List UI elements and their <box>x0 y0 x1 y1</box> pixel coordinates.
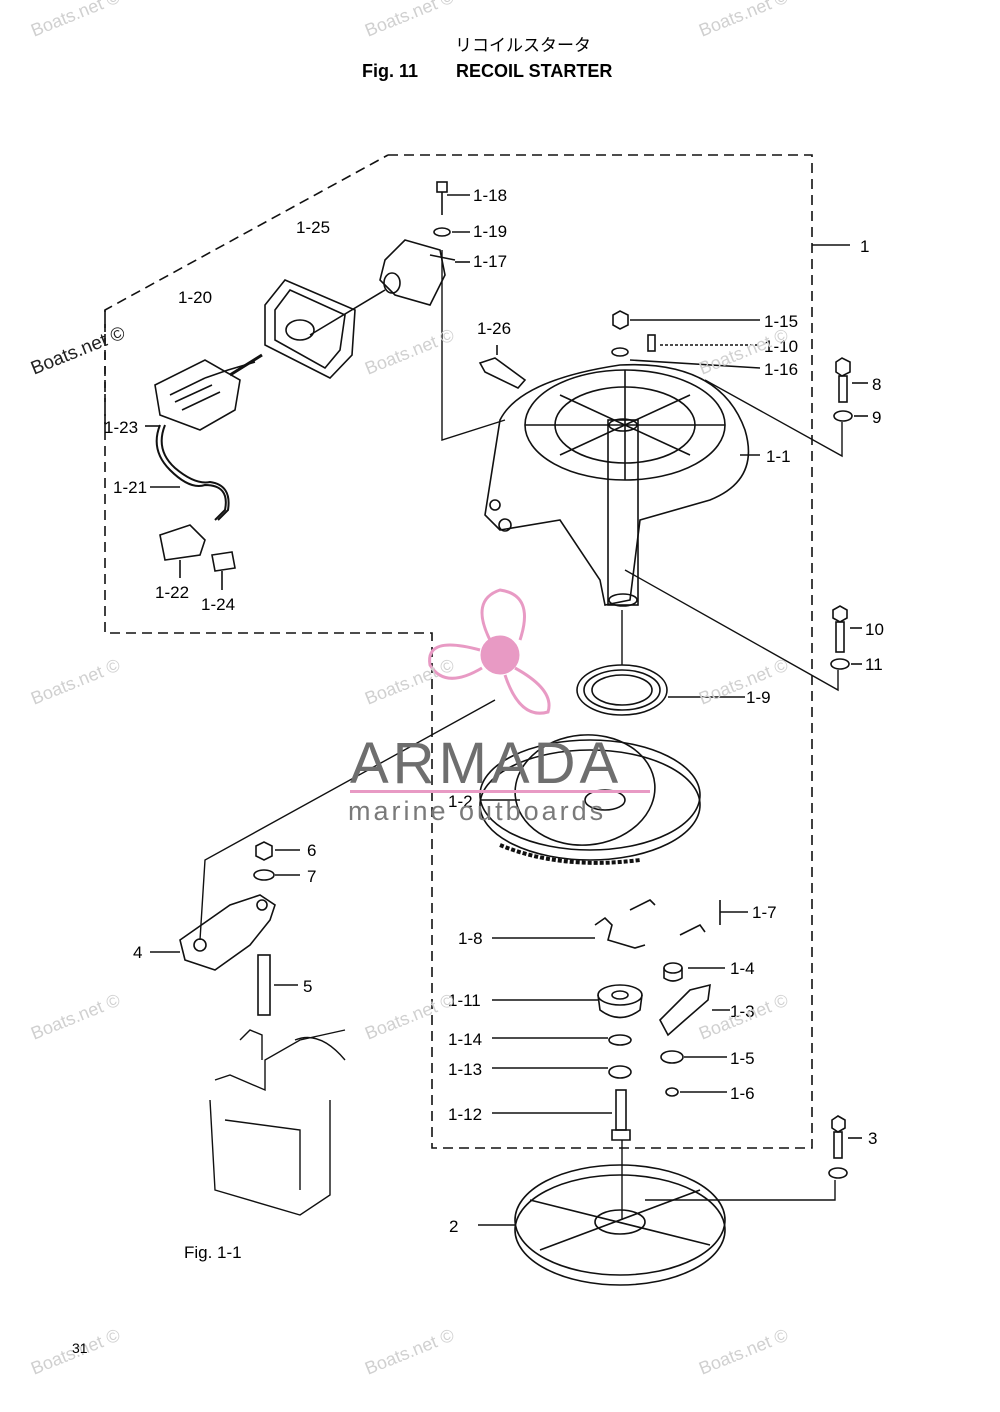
figure-number: Fig. 11 <box>362 61 419 81</box>
label-1-12: 1-12 <box>448 1105 483 1124</box>
nut-6 <box>255 841 300 861</box>
label-1-6: 1-6 <box>730 1084 755 1103</box>
label-1-20: 1-20 <box>178 288 213 307</box>
label-6: 6 <box>307 841 317 860</box>
pawl-1-8 <box>492 916 646 949</box>
washer-1-14 <box>492 1034 632 1046</box>
washer-9 <box>833 410 868 422</box>
stud-5 <box>257 954 298 1016</box>
nut-1-15 <box>612 310 760 330</box>
pin-1-26 <box>478 345 527 389</box>
brand-divider <box>350 790 650 793</box>
washer-1-5 <box>660 1050 727 1064</box>
label-1-18: 1-18 <box>473 186 508 205</box>
label-1: 1 <box>860 237 870 256</box>
label-3: 3 <box>868 1129 878 1148</box>
pawl-spring-1-7 <box>629 899 748 936</box>
washer-1-19 <box>433 227 470 237</box>
plate-1-24 <box>211 551 236 590</box>
label-1-23: 1-23 <box>104 418 139 437</box>
brand-propeller-logo <box>428 588 551 715</box>
label-10: 10 <box>865 620 884 639</box>
label-1-19: 1-19 <box>473 222 508 241</box>
bolt-1-12 <box>492 1089 631 1141</box>
clip-1-6 <box>665 1087 727 1097</box>
label-9: 9 <box>872 408 882 427</box>
pin-1-10 <box>647 334 760 352</box>
label-1-8: 1-8 <box>458 929 483 948</box>
rope-guide-1-25 <box>264 279 386 379</box>
assembly-boundary-dashed <box>104 154 813 1149</box>
ratchet-1-3 <box>659 983 730 1037</box>
label-1-9: 1-9 <box>746 688 771 707</box>
washer-1-13 <box>492 1065 632 1079</box>
rope-1-21 <box>155 424 230 521</box>
label-8: 8 <box>872 375 882 394</box>
label-1-5: 1-5 <box>730 1049 755 1068</box>
label-1-17: 1-17 <box>473 252 508 271</box>
cap-1-4 <box>663 962 725 982</box>
bracket-1-17 <box>379 239 456 306</box>
label-5: 5 <box>303 977 313 996</box>
label-4: 4 <box>133 943 143 962</box>
label-1-2: 1-2 <box>448 792 473 811</box>
label-11: 11 <box>865 655 883 674</box>
label-1-25: 1-25 <box>296 218 331 237</box>
label-1-1: 1-1 <box>766 447 791 466</box>
reel-1-2 <box>479 734 701 865</box>
housing-1-1 <box>484 363 750 607</box>
label-1-21: 1-21 <box>113 478 148 497</box>
label-1-3: 1-3 <box>730 1002 755 1021</box>
washer-7 <box>253 869 300 881</box>
bolt-10 <box>832 605 862 653</box>
figure-title: RECOIL STARTER <box>456 61 613 81</box>
washer-1-16 <box>611 347 761 369</box>
engine-block-reference <box>209 1029 346 1216</box>
bracket-4 <box>150 894 276 971</box>
drum-1-11 <box>492 984 643 1019</box>
plate-1-22 <box>159 524 206 578</box>
label-1-16: 1-16 <box>764 360 799 379</box>
bolt-1-18 <box>436 181 470 215</box>
label-1-10: 1-10 <box>764 337 799 356</box>
washer-11 <box>830 658 862 670</box>
label-1-14: 1-14 <box>448 1030 483 1049</box>
label-1-13: 1-13 <box>448 1060 483 1079</box>
label-1-26: 1-26 <box>477 319 512 338</box>
label-1-7: 1-7 <box>752 903 777 922</box>
label-1-15: 1-15 <box>764 312 799 331</box>
label-1-22: 1-22 <box>155 583 190 602</box>
brand-name: ARMADA <box>350 731 623 796</box>
label-1-4: 1-4 <box>730 959 755 978</box>
starter-cover-2 <box>478 1164 726 1286</box>
label-1-11: 1-11 <box>448 991 481 1010</box>
page-number: 31 <box>72 1340 88 1356</box>
label-2: 2 <box>449 1217 459 1236</box>
spring-1-9 <box>576 664 745 716</box>
figure-reference: Fig. 1-1 <box>184 1243 242 1262</box>
label-7: 7 <box>307 867 317 886</box>
bolt-8 <box>835 357 868 403</box>
handle-1-20 <box>154 353 263 431</box>
label-1-24: 1-24 <box>201 595 236 614</box>
bolt-3 <box>828 1115 862 1179</box>
title-japanese: リコイルスタータ <box>455 36 591 56</box>
brand-subtitle: marine outboards <box>348 796 607 826</box>
